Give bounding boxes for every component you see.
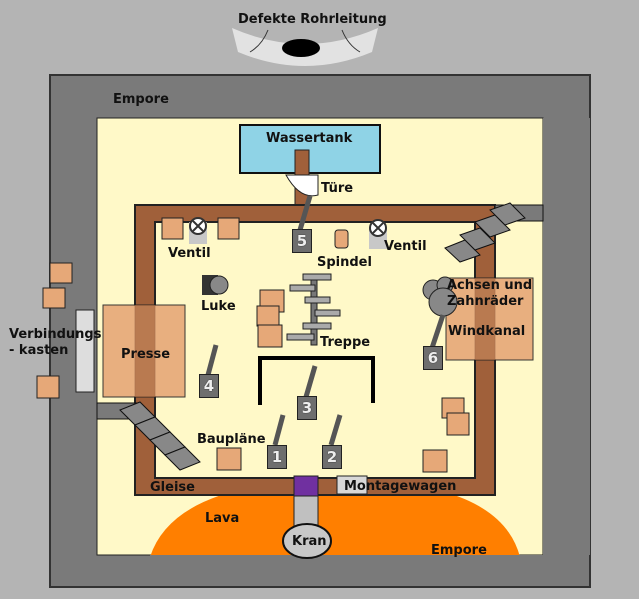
- wassertank: [239, 124, 381, 174]
- label-verbindungskasten-1: Verbindungs: [9, 327, 102, 342]
- lever-3[interactable]: 3: [297, 396, 317, 420]
- stairs-top-right: [444, 202, 544, 263]
- stairs-bottom-left: [96, 401, 201, 471]
- label-empore-top: Empore: [113, 92, 169, 107]
- label-luke: Luke: [201, 299, 236, 314]
- verbindungskasten: [75, 309, 95, 393]
- lever-2[interactable]: 2: [322, 445, 342, 469]
- label-treppe: Treppe: [320, 335, 371, 350]
- lever-1[interactable]: 1: [267, 445, 287, 469]
- spindel-icon: [334, 229, 349, 249]
- door-arc: [285, 174, 319, 197]
- title-defekte-rohrleitung: Defekte Rohrleitung: [238, 12, 387, 27]
- lever-enclosure: [258, 356, 375, 405]
- kran: [282, 523, 332, 559]
- lever-5[interactable]: 5: [292, 229, 312, 253]
- label-tuere: Türe: [321, 181, 354, 196]
- label-montagewagen: Montagewagen: [344, 479, 457, 494]
- lever-shafts: [205, 195, 446, 446]
- lava-area: [150, 480, 520, 557]
- purple-block: [293, 475, 319, 497]
- label-zahnraeder: Zahnräder: [447, 294, 524, 309]
- label-wassertank: Wassertank: [266, 131, 353, 146]
- lever-4[interactable]: 4: [199, 374, 219, 398]
- label-ventil-left: Ventil: [168, 246, 211, 261]
- label-windkanal: Windkanal: [448, 324, 526, 339]
- montagewagen: [336, 475, 368, 495]
- label-ventil-right: Ventil: [384, 239, 427, 254]
- label-achsen: Achsen und: [447, 278, 533, 293]
- label-spindel: Spindel: [317, 255, 372, 270]
- lever-6[interactable]: 6: [423, 346, 443, 370]
- label-lava: Lava: [205, 511, 240, 526]
- label-kran: Kran: [292, 534, 327, 549]
- label-presse: Presse: [121, 347, 171, 362]
- label-gleise: Gleise: [150, 480, 195, 495]
- spiral-staircase: [286, 273, 341, 346]
- ventil-right-icon: [369, 219, 387, 249]
- label-bauplaene: Baupläne: [197, 432, 266, 447]
- crates: [36, 217, 470, 473]
- ventil-left-icon: [189, 217, 207, 244]
- label-verbindungskasten-2: - kasten: [9, 343, 69, 358]
- label-empore-bottom: Empore: [431, 543, 487, 558]
- gears-icon: [422, 276, 458, 317]
- pipe-hole: [282, 39, 320, 57]
